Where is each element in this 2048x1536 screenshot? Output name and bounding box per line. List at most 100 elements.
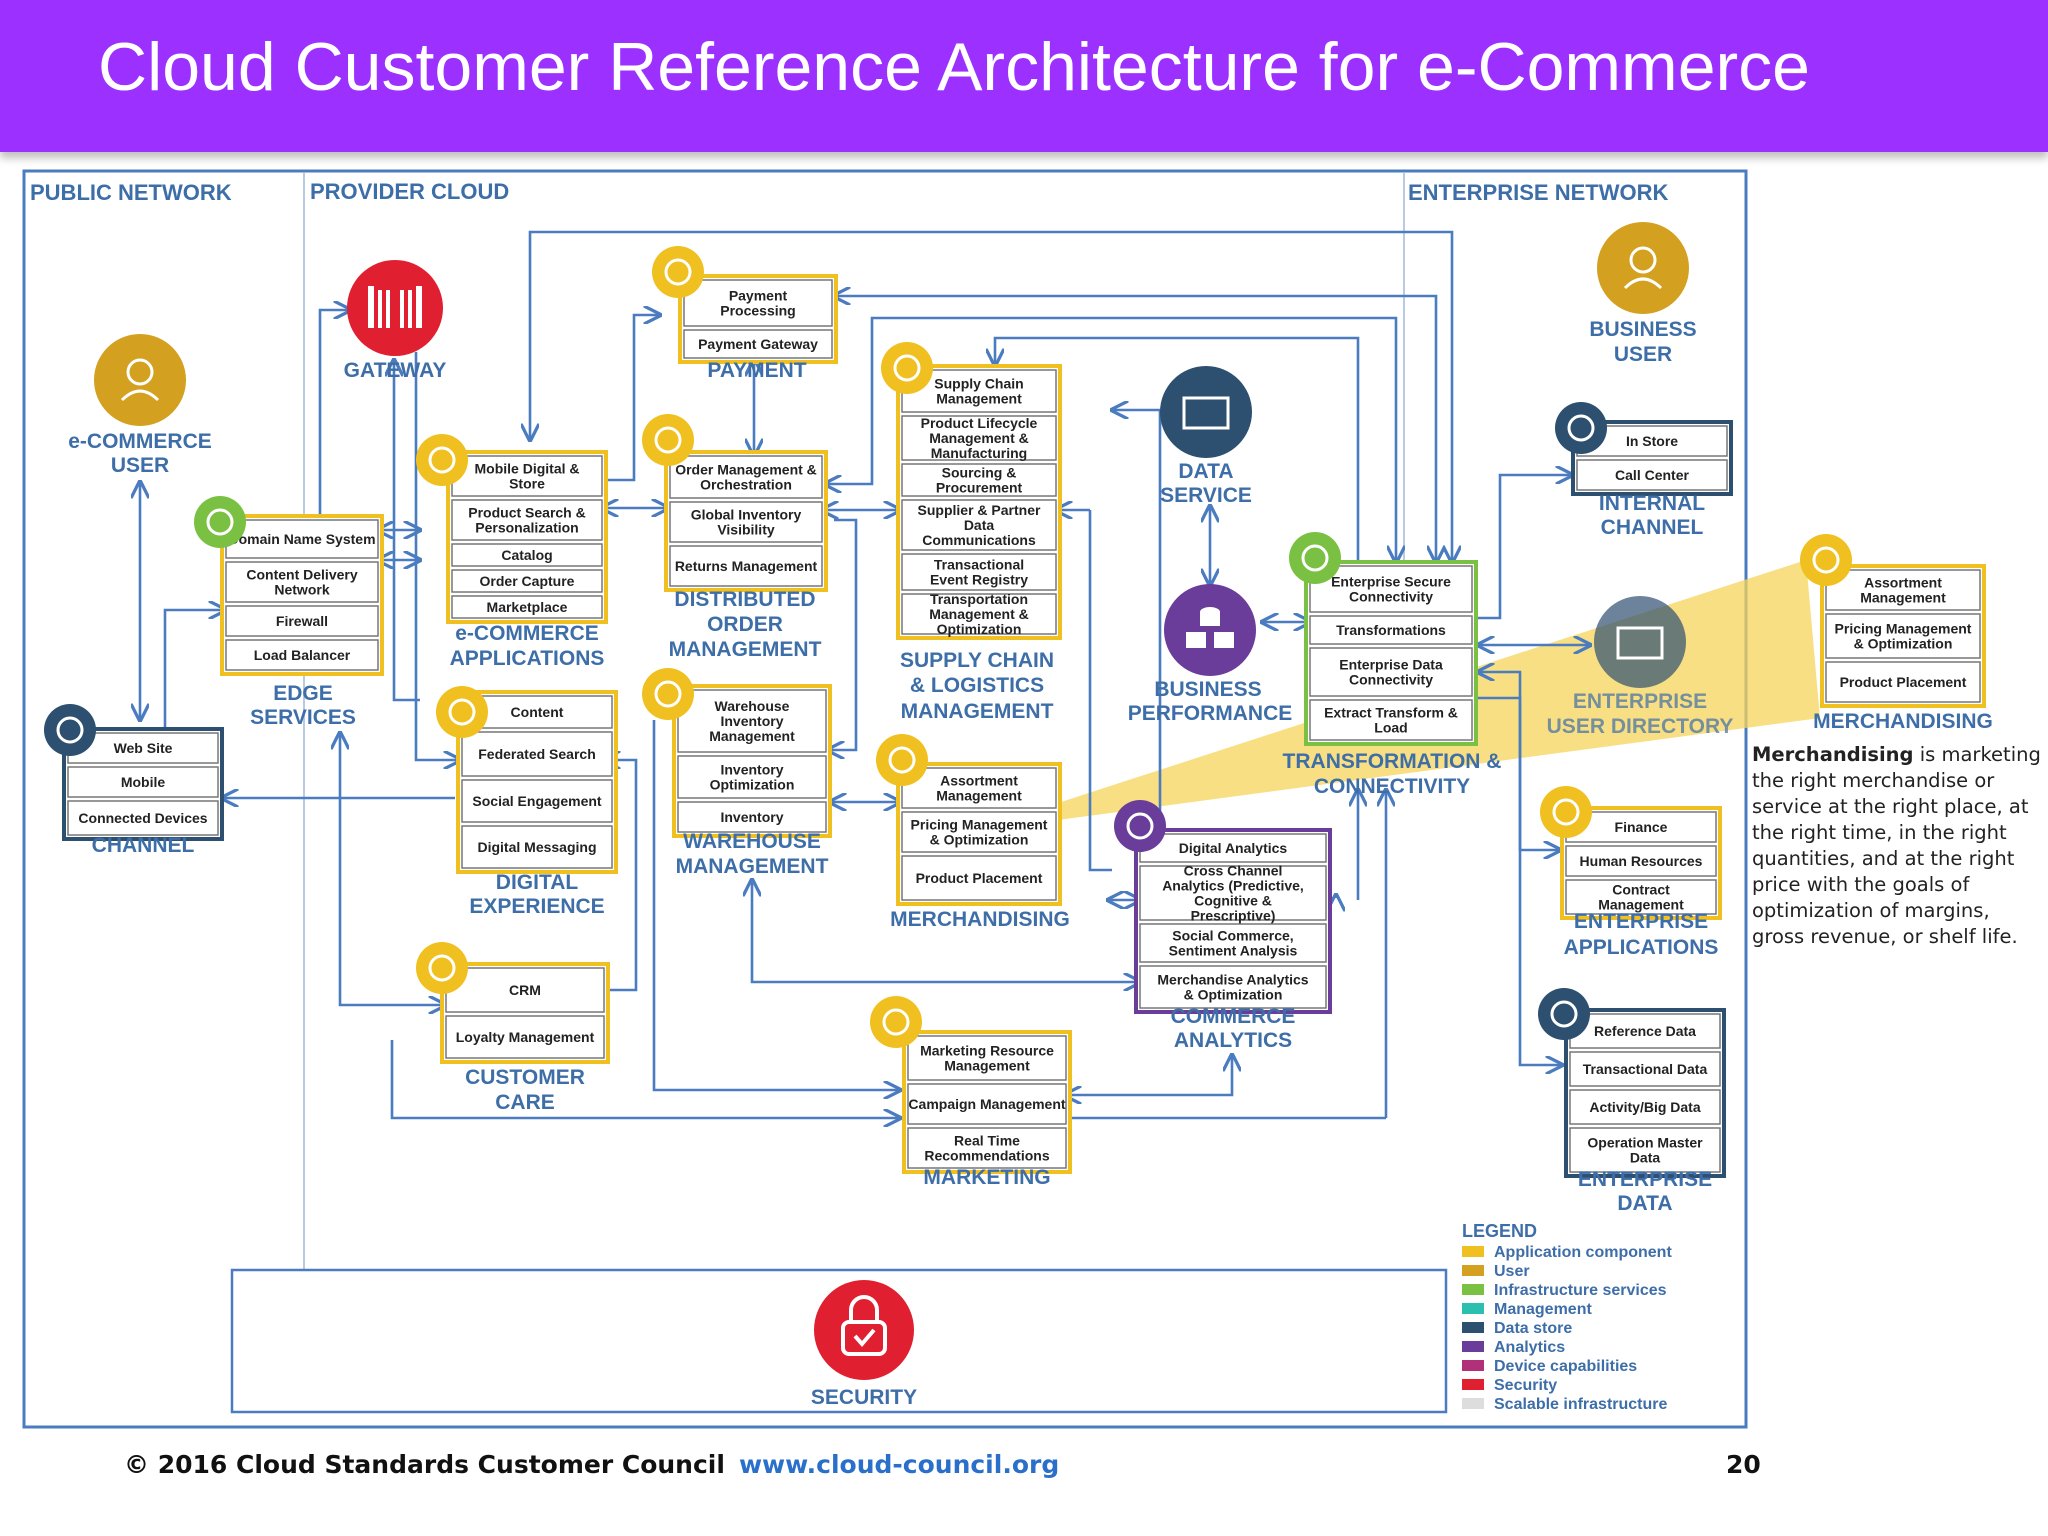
component-label: Catalog xyxy=(501,547,552,563)
component-box[interactable] xyxy=(1825,569,1981,611)
component-box[interactable] xyxy=(1139,865,1327,921)
component-box[interactable] xyxy=(1825,613,1981,659)
business-user-label-2: USER xyxy=(1614,343,1672,366)
component-box[interactable] xyxy=(225,561,379,603)
dom-icon xyxy=(642,414,694,466)
component-box[interactable] xyxy=(683,329,833,359)
component-box[interactable] xyxy=(451,543,603,567)
component-label: Content xyxy=(511,704,564,720)
component-box[interactable] xyxy=(1139,965,1327,1009)
component-label: Payment Gateway xyxy=(698,336,818,352)
legend-swatch xyxy=(1462,1360,1484,1371)
ecom-apps-icon xyxy=(416,434,468,486)
component-label: Mobile xyxy=(121,774,166,790)
component-label: Mobile Digital &Store xyxy=(475,461,580,492)
component-box[interactable] xyxy=(225,519,379,559)
component-box[interactable] xyxy=(901,499,1057,551)
component-box[interactable] xyxy=(67,766,219,798)
security-icon xyxy=(814,1280,914,1380)
component-box[interactable] xyxy=(1139,923,1327,963)
component-label: Inventory xyxy=(720,809,783,825)
digital-label: EXPERIENCE xyxy=(469,895,604,918)
outer-frame xyxy=(22,169,1748,1429)
warehouse-label: WAREHOUSE xyxy=(683,830,821,853)
component-box[interactable] xyxy=(1569,1089,1721,1125)
component-box[interactable] xyxy=(67,800,219,836)
component-box[interactable] xyxy=(677,755,827,799)
component-box[interactable] xyxy=(677,801,827,833)
business-user-icon xyxy=(1597,222,1689,314)
component-box[interactable] xyxy=(1569,1127,1721,1173)
component-label: Extract Transform &Load xyxy=(1324,705,1458,736)
supply-label: MANAGEMENT xyxy=(901,700,1054,723)
component-label: Loyalty Management xyxy=(456,1029,595,1045)
component-box[interactable] xyxy=(1309,699,1473,741)
component-box[interactable] xyxy=(907,1127,1067,1169)
component-box[interactable] xyxy=(1139,833,1327,863)
component-box[interactable] xyxy=(1825,661,1981,703)
component-box[interactable] xyxy=(1309,647,1473,697)
legend-swatch xyxy=(1462,1303,1484,1314)
dom-label: MANAGEMENT xyxy=(669,638,822,661)
zone-enterprise-network: ENTERPRISE NETWORK xyxy=(1408,180,1668,205)
component-box[interactable] xyxy=(901,767,1057,809)
component-box[interactable] xyxy=(451,499,603,541)
component-box[interactable] xyxy=(901,553,1057,591)
component-box[interactable] xyxy=(1565,879,1717,915)
component-box[interactable] xyxy=(907,1035,1067,1081)
footer-link[interactable]: www.cloud-council.org xyxy=(738,1450,1060,1479)
ecom-apps-label: e-COMMERCE xyxy=(455,622,599,645)
gate-icon xyxy=(368,286,422,328)
component-box[interactable] xyxy=(683,279,833,327)
component-box[interactable] xyxy=(669,455,823,499)
component-box[interactable] xyxy=(901,593,1057,635)
component-box[interactable] xyxy=(451,595,603,619)
component-box[interactable] xyxy=(1569,1051,1721,1087)
component-box[interactable] xyxy=(901,463,1057,497)
legend-item: Scalable infrastructure xyxy=(1494,1396,1668,1413)
component-box[interactable] xyxy=(225,639,379,671)
component-box[interactable] xyxy=(1309,615,1473,645)
analytics-label: COMMERCE xyxy=(1171,1005,1296,1028)
component-box[interactable] xyxy=(901,415,1057,461)
component-box[interactable] xyxy=(677,689,827,753)
legend-swatch xyxy=(1462,1246,1484,1257)
component-box[interactable] xyxy=(901,811,1057,853)
component-box[interactable] xyxy=(669,501,823,543)
component-box[interactable] xyxy=(669,545,823,587)
component-label: Web Site xyxy=(114,740,173,756)
component-label: In Store xyxy=(1626,433,1678,449)
component-box[interactable] xyxy=(451,455,603,497)
flow-lines xyxy=(140,230,1590,1118)
component-box[interactable] xyxy=(445,967,605,1013)
component-box[interactable] xyxy=(907,1083,1067,1125)
transform-label: TRANSFORMATION & xyxy=(1283,750,1502,773)
component-box[interactable] xyxy=(461,779,613,823)
dom-label: ORDER xyxy=(707,613,783,636)
data-service-icon xyxy=(1160,366,1252,458)
component-box[interactable] xyxy=(1565,845,1717,877)
component-box[interactable] xyxy=(461,731,613,777)
channel-label: CHANNEL xyxy=(92,834,195,857)
component-box[interactable] xyxy=(1576,459,1728,491)
component-label: Digital Messaging xyxy=(477,839,596,855)
component-box[interactable] xyxy=(445,1015,605,1059)
edge-icon xyxy=(194,496,246,548)
component-label: Sourcing &Procurement xyxy=(936,465,1023,496)
component-box[interactable] xyxy=(451,569,603,593)
component-box[interactable] xyxy=(461,825,613,869)
component-box[interactable] xyxy=(1309,565,1473,613)
component-box[interactable] xyxy=(901,855,1057,901)
component-label: CRM xyxy=(509,982,541,998)
merchandising-term: Merchandising xyxy=(1752,743,1914,766)
component-box[interactable] xyxy=(225,605,379,637)
